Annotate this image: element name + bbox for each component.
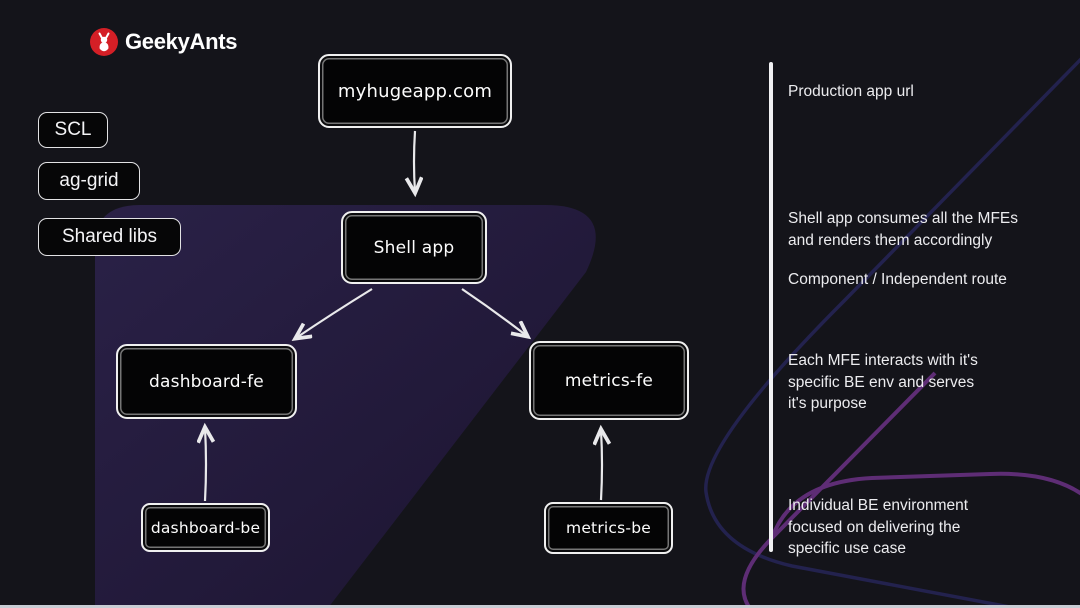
node-dashboard-fe: dashboard-fe xyxy=(116,344,297,419)
indigo-curve-decor xyxy=(704,57,1080,608)
annotation-rule xyxy=(769,62,773,552)
node-myhugeapp: myhugeapp.com xyxy=(318,54,512,128)
purple-curve-decor-loop xyxy=(770,471,1080,539)
node-shell-app-label: Shell app xyxy=(373,237,455,258)
chip-shared-libs: Shared libs xyxy=(38,218,181,256)
node-dashboard-be-label: dashboard-be xyxy=(150,518,261,537)
annotation-component-route: Component / Independent route xyxy=(788,271,1007,288)
node-dashboard-fe-label: dashboard-fe xyxy=(149,371,264,392)
chip-shared-libs-label: Shared libs xyxy=(61,226,158,247)
chip-scl: SCL xyxy=(38,112,108,148)
annotation-mfe-interacts: Each MFE interacts with it's specific BE… xyxy=(788,352,978,412)
node-myhugeapp-label: myhugeapp.com xyxy=(337,80,493,102)
annotation-individual-be: Individual BE environment focused on del… xyxy=(788,497,969,557)
node-metrics-fe: metrics-fe xyxy=(529,341,689,420)
node-metrics-fe-label: metrics-fe xyxy=(564,370,654,391)
chip-scl-label: SCL xyxy=(54,119,92,140)
node-metrics-be: metrics-be xyxy=(544,502,673,554)
purple-curve-decor-diagonal xyxy=(741,371,937,608)
geekyants-logo: GeekyAnts xyxy=(90,28,238,56)
logo-text: GeekyAnts xyxy=(125,29,238,54)
node-metrics-be-label: metrics-be xyxy=(566,519,651,537)
node-dashboard-be: dashboard-be xyxy=(141,503,270,552)
annotation-production-url: Production app url xyxy=(788,83,914,100)
chip-ag-grid: ag-grid xyxy=(38,162,140,200)
node-shell-app: Shell app xyxy=(341,211,487,284)
chip-ag-grid-label: ag-grid xyxy=(59,170,119,191)
ant-icon xyxy=(90,28,118,56)
bottom-edge-strip xyxy=(0,605,1080,608)
annotation-shell-consumes: Shell app consumes all the MFEs and rend… xyxy=(788,210,1019,249)
